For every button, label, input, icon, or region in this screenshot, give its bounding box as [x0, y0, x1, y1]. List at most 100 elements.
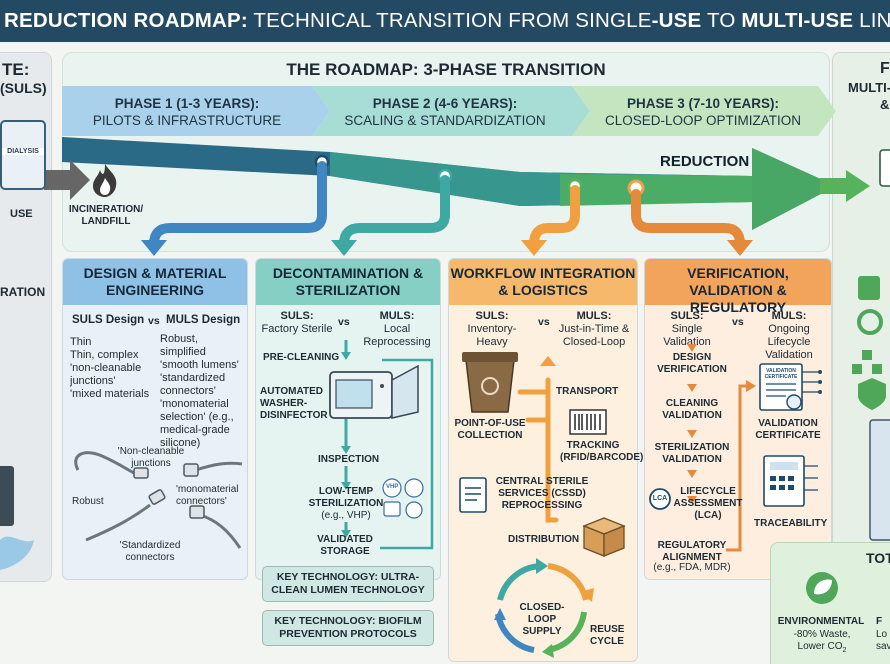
- list-item: 'monomaterial selection' (e.g., medical-…: [160, 398, 234, 449]
- decon-muls-text: Local Reprocessing: [363, 323, 431, 348]
- verify-column: VERIFICATION, VALIDATION & REGULATORY: [644, 258, 832, 580]
- document-icon: [459, 477, 487, 513]
- verify-muls-label: MULS:: [771, 310, 807, 322]
- workflow-vs: vs: [538, 316, 550, 328]
- reduction-label: REDUCTION: [660, 153, 750, 170]
- verify-heading: VERIFICATION, VALIDATION & REGULATORY: [645, 259, 831, 315]
- verify-step-regulatory: REGULATORY ALIGNMENT: [657, 540, 727, 563]
- verify-traceability-label: TRACEABILITY: [754, 518, 828, 529]
- right-panel-amp: &: [880, 97, 890, 112]
- workflow-muls: MULS: Just-in-Time & Closed-Loop: [552, 310, 636, 349]
- decon-vs: vs: [338, 316, 350, 328]
- key-technology-biofilm: KEY TECHNOLOGY: BIOFILM PREVENTION PROTO…: [262, 610, 434, 646]
- banner-bold-1: -USE: [651, 9, 702, 32]
- decon-step-inspection: INSPECTION: [318, 454, 380, 465]
- equipment-icon: [869, 419, 890, 541]
- verify-suls-text: Single Validation: [663, 323, 711, 348]
- design-muls-label: MULS Design: [166, 314, 241, 326]
- list-item: 'mixed materials: [70, 388, 150, 400]
- phase-3: PHASE 3 (7-10 YEARS): CLOSED-LOOP OPTIMI…: [578, 88, 828, 138]
- list-item: Thin, complex: [70, 349, 139, 361]
- package-box-icon: [582, 517, 626, 557]
- design-vs: vs: [148, 315, 160, 327]
- phase-1-subtitle: PILOTS & INFRASTRUCTURE: [92, 113, 282, 128]
- workflow-distribution: DISTRIBUTION: [508, 534, 580, 545]
- verify-muls-text: Ongoing Lifecycle Validation: [765, 323, 813, 361]
- phase-1-title: PHASE 1 (1-3 YEARS):: [114, 96, 260, 111]
- workflow-suls-text: Inventory-Heavy: [467, 323, 517, 348]
- banner-text-1: TECHNICAL TRANSITION FROM SINGLE: [247, 9, 652, 32]
- phase-3-title: PHASE 3 (7-10 YEARS):: [626, 96, 780, 111]
- workflow-closed-loop: CLOSED-LOOP SUPPLY: [519, 602, 565, 637]
- cup-icon: [879, 149, 890, 187]
- fig-label-nonclean: 'Non-cleanable junctions: [117, 446, 185, 469]
- verify-muls: MULS: Ongoing Lifecycle Validation: [746, 310, 832, 362]
- output-arrow: [820, 170, 870, 202]
- phase-3-subtitle: CLOSED-LOOP OPTIMIZATION: [604, 113, 802, 128]
- workflow-suls-label: SULS:: [475, 310, 509, 322]
- workflow-column: WORKFLOW INTEGRATION & LOGISTICS: [448, 258, 638, 662]
- bin-icon: [858, 276, 880, 300]
- banner-text-3: LINE SETS IN: [859, 9, 890, 32]
- verify-suls-label: SULS:: [670, 310, 704, 322]
- decon-muls: MULS: Local Reprocessing: [352, 310, 442, 349]
- roadmap-title: THE ROADMAP: 3-PHASE TRANSITION: [286, 60, 606, 79]
- workflow-reuse: REUSE CYCLE: [590, 624, 625, 647]
- decon-step-precleaning: PRE-CLEANING: [263, 352, 340, 363]
- left-panel-title: TE:: [2, 60, 30, 79]
- decon-muls-label: MULS:: [379, 310, 415, 322]
- decon-suls-label: SULS:: [280, 310, 314, 322]
- banner-lead: REDUCTION ROADMAP:: [4, 9, 248, 32]
- design-column: DESIGN & MATERIAL ENGINEERING: [62, 258, 248, 580]
- phase-connectors: [149, 161, 745, 249]
- env-text: -80% Waste, Lower CO2: [782, 629, 862, 657]
- banner-bold-2: MULTI-USE: [741, 9, 854, 32]
- lca-badge-icon: [649, 488, 671, 510]
- design-muls-list: Robust, simplified 'smooth lumens' 'stan…: [160, 333, 246, 450]
- decon-step-vhp: (e.g., VHP): [321, 510, 371, 521]
- waste-bin-icon: [0, 466, 34, 570]
- list-item: 'non-cleanable junctions': [70, 362, 142, 387]
- fig-label-robust: Robust: [72, 496, 104, 507]
- fig-label-standardized: 'Standardized connectors: [119, 540, 181, 563]
- right-panel-line: MULTI-: [848, 80, 890, 95]
- left-panel-subtitle: (SULS): [0, 80, 47, 96]
- verify-step-cleaning: CLEANING VALIDATION: [662, 398, 722, 421]
- verify-step-lca: LIFECYCLE ASSESSMENT (LCA): [673, 486, 743, 521]
- dialysis-bag-icon: DIALYSIS: [0, 120, 46, 190]
- workflow-poc: POINT-OF-USE COLLECTION: [454, 418, 526, 441]
- washer-machine-icon: [329, 364, 419, 419]
- certificate-icon: [759, 363, 822, 411]
- list-item: 'smooth lumens': [160, 359, 239, 371]
- decon-suls-text: Factory Sterile: [261, 323, 333, 335]
- shield-check-icon: [858, 378, 886, 410]
- barcode-icon: [569, 409, 607, 435]
- decon-step-lowtemp: LOW-TEMP STERILIZATION: [308, 486, 384, 509]
- traceability-icon: [763, 455, 818, 507]
- env-co2-sub: 2: [842, 647, 847, 654]
- verify-suls: SULS: Single Validation: [648, 310, 726, 349]
- phase-2: PHASE 2 (4-6 YEARS): SCALING & STANDARDI…: [320, 88, 570, 138]
- env-text-main: -80% Waste, Lower CO: [793, 629, 851, 652]
- fire-icon: [88, 162, 122, 198]
- fin-title: F: [876, 616, 883, 627]
- phase-2-subtitle: SCALING & STANDARDIZATION: [344, 113, 546, 128]
- design-heading: DESIGN & MATERIAL ENGINEERING: [63, 259, 247, 305]
- decon-suls: SULS: Factory Sterile: [260, 310, 334, 336]
- right-panel-title: F: [880, 60, 890, 77]
- workflow-cssd: CENTRAL STERILE SERVICES (CSSD) REPROCES…: [495, 476, 589, 511]
- fin-line2: sav: [876, 641, 890, 652]
- decon-column: DECONTAMINATION & STERILIZATION: [255, 258, 441, 580]
- decon-heading: DECONTAMINATION & STERILIZATION: [256, 259, 440, 305]
- list-item: Thin: [70, 336, 92, 348]
- dialysis-bag-label: DIALYSIS: [2, 148, 44, 155]
- recycle-bin-icon: [462, 352, 518, 413]
- connector-heads: [141, 240, 753, 256]
- env-title: ENVIRONMENTAL: [777, 616, 865, 627]
- verify-certificate-label: VALIDATION CERTIFICATE: [755, 418, 821, 441]
- workflow-transport: TRANSPORT: [556, 386, 619, 397]
- left-use-label: USE: [10, 208, 33, 220]
